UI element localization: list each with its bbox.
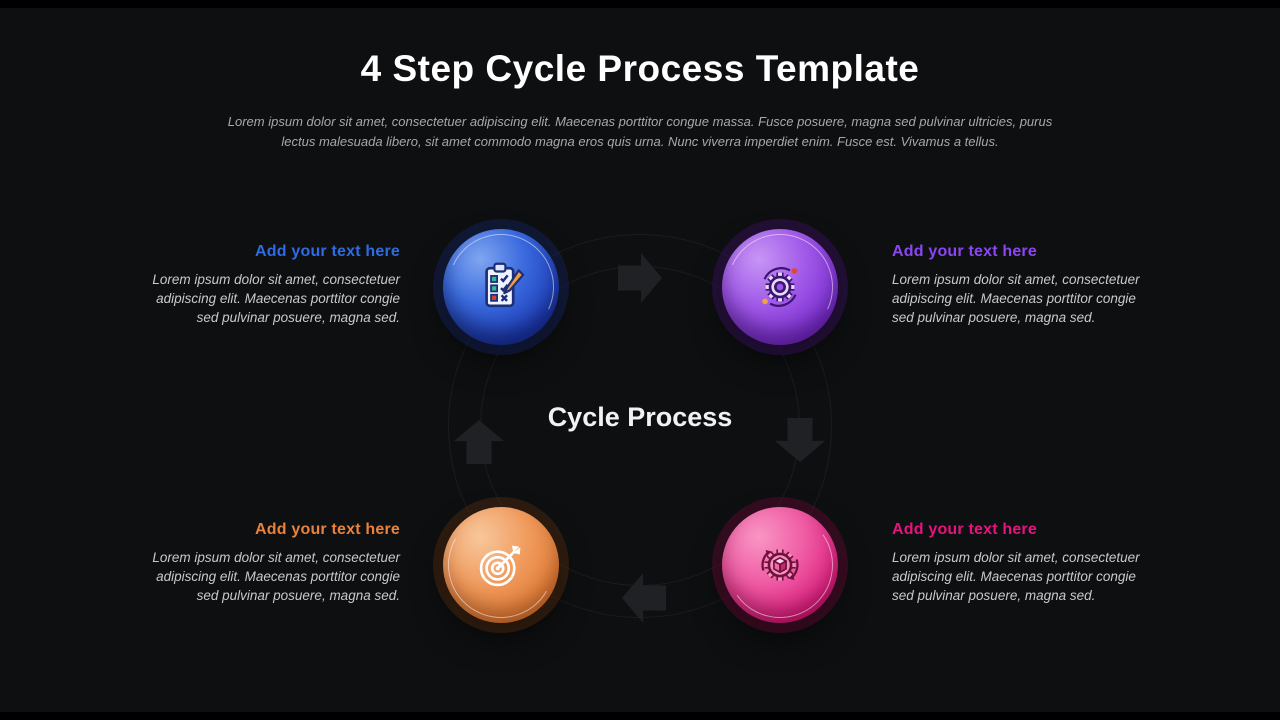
step-circle-3 xyxy=(436,500,566,630)
page-title: 4 Step Cycle Process Template xyxy=(360,48,920,89)
slide-canvas: 4 Step Cycle Process Template Lorem ipsu… xyxy=(0,8,1280,712)
step-circle-1 xyxy=(433,219,569,355)
step-body: Lorem ipsum dolor sit amet, consectetuer… xyxy=(892,550,1140,604)
step-text-block-3: Add your text here Lorem ipsum dolor sit… xyxy=(148,521,400,605)
step-body: Lorem ipsum dolor sit amet, consectetuer… xyxy=(152,272,400,326)
step-text-block-4: Add your text here Lorem ipsum dolor sit… xyxy=(892,521,1144,605)
step-heading: Add your text here xyxy=(255,243,400,260)
step-circle-2 xyxy=(712,219,848,355)
target-arrow-icon xyxy=(479,545,521,587)
step-circle-4 xyxy=(718,503,842,627)
step-heading: Add your text here xyxy=(892,521,1037,538)
slide-subtitle: Lorem ipsum dolor sit amet, consectetuer… xyxy=(227,114,1053,149)
step-text-block-2: Add your text here Lorem ipsum dolor sit… xyxy=(892,243,1144,327)
step-body: Lorem ipsum dolor sit amet, consectetuer… xyxy=(892,272,1140,326)
cycle-center-label: Cycle Process xyxy=(547,402,733,432)
step-text-block-1: Add your text here Lorem ipsum dolor sit… xyxy=(148,243,400,327)
step-heading: Add your text here xyxy=(892,243,1037,260)
gear-orbit-icon xyxy=(762,267,798,307)
checklist-clipboard-icon xyxy=(485,262,525,308)
gear-cube-icon xyxy=(761,549,799,581)
step-body: Lorem ipsum dolor sit amet, consectetuer… xyxy=(152,550,400,604)
step-heading: Add your text here xyxy=(255,521,400,538)
